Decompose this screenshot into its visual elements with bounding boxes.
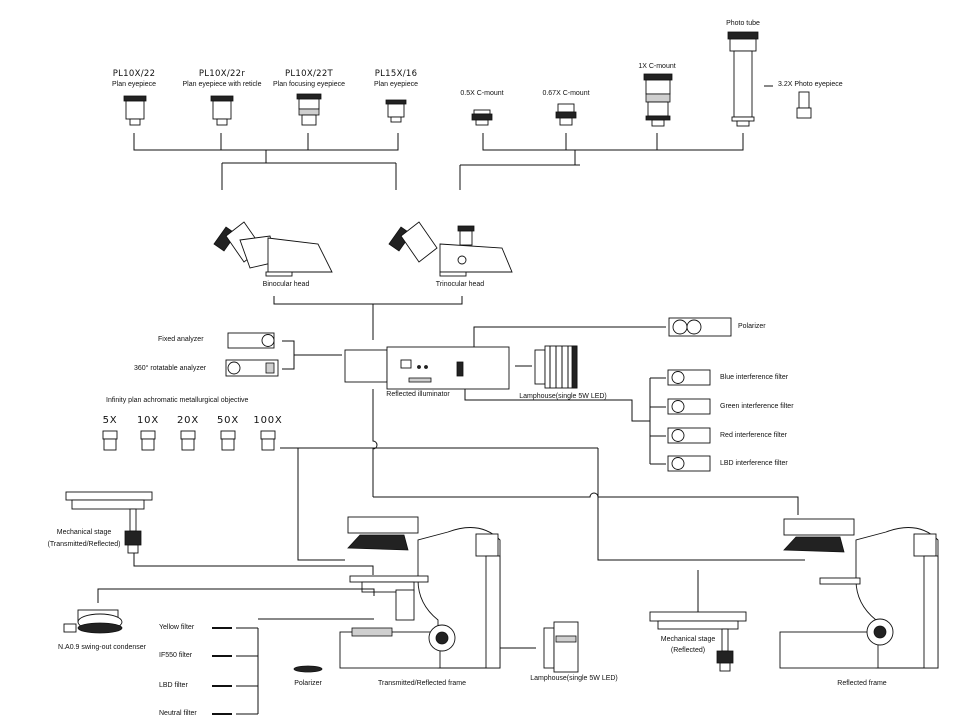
condenser-drawing — [63, 609, 123, 634]
filter-drawings — [212, 627, 232, 715]
if550-filter-label: IF550 filter — [159, 652, 193, 659]
c-mount-05x-label: 0.5X C-mount — [460, 90, 504, 97]
lamphouse-bottom-label: Lamphouse(single 5W LED) — [530, 675, 618, 682]
objective-10x: 10X — [137, 415, 159, 426]
eyepiece-2-model: PL10X/22r — [198, 69, 246, 79]
eyepiece-1-desc: Plan eyepiece — [112, 81, 156, 88]
condenser-label: N.A0.9 swing-out condenser — [58, 644, 146, 651]
c-mount-05x-drawing — [471, 109, 493, 126]
reflected-illuminator-drawing — [344, 346, 510, 390]
eyepiece-2-desc: Plan eyepiece with reticle — [182, 81, 262, 88]
trinocular-head-label: Trinocular head — [435, 281, 485, 288]
yellow-filter-label: Yellow filter — [159, 624, 195, 631]
neutral-filter-label: Neutral filter — [159, 710, 197, 717]
polarizer-bottom-label: Polarizer — [294, 680, 322, 687]
objective-drawings — [102, 430, 276, 451]
green-filter-label: Green interference filter — [720, 403, 794, 410]
objective-50x: 50X — [217, 415, 239, 426]
rotatable-analyzer-drawing — [225, 359, 279, 377]
rotatable-analyzer-label: 360° rotatable analyzer — [134, 365, 207, 372]
stage-right-drawing — [649, 611, 747, 672]
polarizer-top-label: Polarizer — [738, 323, 766, 330]
objective-20x: 20X — [177, 415, 199, 426]
stage-right-label-1: Mechanical stage — [660, 636, 716, 643]
lamphouse-top-drawing — [534, 345, 578, 389]
objective-100x: 100X — [253, 415, 283, 426]
objective-5x: 5X — [102, 415, 118, 426]
frame-tr-label: Transmitted/Reflected frame — [377, 680, 467, 687]
photo-tube-label: Photo tube — [726, 20, 760, 27]
red-filter-label: Red interference filter — [720, 432, 787, 439]
photo-tube-drawing — [727, 31, 759, 127]
polarizer-top-drawing — [668, 317, 732, 337]
binocular-head-drawing — [213, 221, 333, 277]
eyepiece-pl10x22t-drawing — [296, 93, 322, 126]
c-mount-1x-label: 1X C-mount — [638, 63, 676, 70]
c-mount-067x-label: 0.67X C-mount — [542, 90, 590, 97]
eyepiece-1-model: PL10X/22 — [112, 69, 156, 79]
eyepiece-pl10x22r-drawing — [210, 95, 234, 126]
lbd-filter-label: LBD filter — [159, 682, 188, 689]
lamphouse-top-label: Lamphouse(single 5W LED) — [519, 393, 607, 400]
c-mount-067x-drawing — [555, 103, 577, 126]
fixed-analyzer-label: Fixed analyzer — [158, 336, 204, 343]
stage-left-drawing — [65, 491, 153, 554]
reflected-illuminator-label: Reflected illuminator — [386, 391, 450, 398]
eyepiece-pl15x16-drawing — [385, 99, 407, 123]
blue-filter-label: Blue interference filter — [720, 374, 789, 381]
frame-r-label: Reflected frame — [837, 680, 887, 687]
fixed-analyzer-drawing — [227, 332, 275, 349]
frame-transmitted-reflected-drawing — [339, 516, 501, 669]
eyepiece-4-model: PL15X/16 — [374, 69, 418, 79]
lbd-interference-filter-label: LBD interference filter — [720, 460, 788, 467]
photo-eyepiece-label: 3.2X Photo eyepiece — [778, 81, 843, 88]
stage-left-label-2: (Transmitted/Reflected) — [47, 541, 121, 548]
polarizer-bottom-drawing — [293, 665, 323, 673]
lamphouse-bottom-drawing — [543, 621, 579, 673]
eyepiece-4-desc: Plan eyepiece — [374, 81, 418, 88]
c-mount-1x-drawing — [643, 73, 673, 127]
trinocular-head-drawing — [388, 221, 513, 277]
eyepiece-3-model: PL10X/22T — [284, 69, 334, 79]
stage-right-label-2: (Reflected) — [670, 647, 706, 654]
interference-filter-drawings — [667, 369, 711, 472]
photo-eyepiece-drawing — [796, 91, 812, 119]
binocular-head-label: Binocular head — [262, 281, 310, 288]
objectives-title: Infinity plan achromatic metallurgical o… — [106, 397, 249, 404]
eyepiece-3-desc: Plan focusing eyepiece — [273, 81, 345, 88]
frame-reflected-drawing — [779, 518, 939, 669]
eyepiece-pl10x22-drawing — [123, 95, 147, 126]
stage-left-label-1: Mechanical stage — [56, 529, 112, 536]
